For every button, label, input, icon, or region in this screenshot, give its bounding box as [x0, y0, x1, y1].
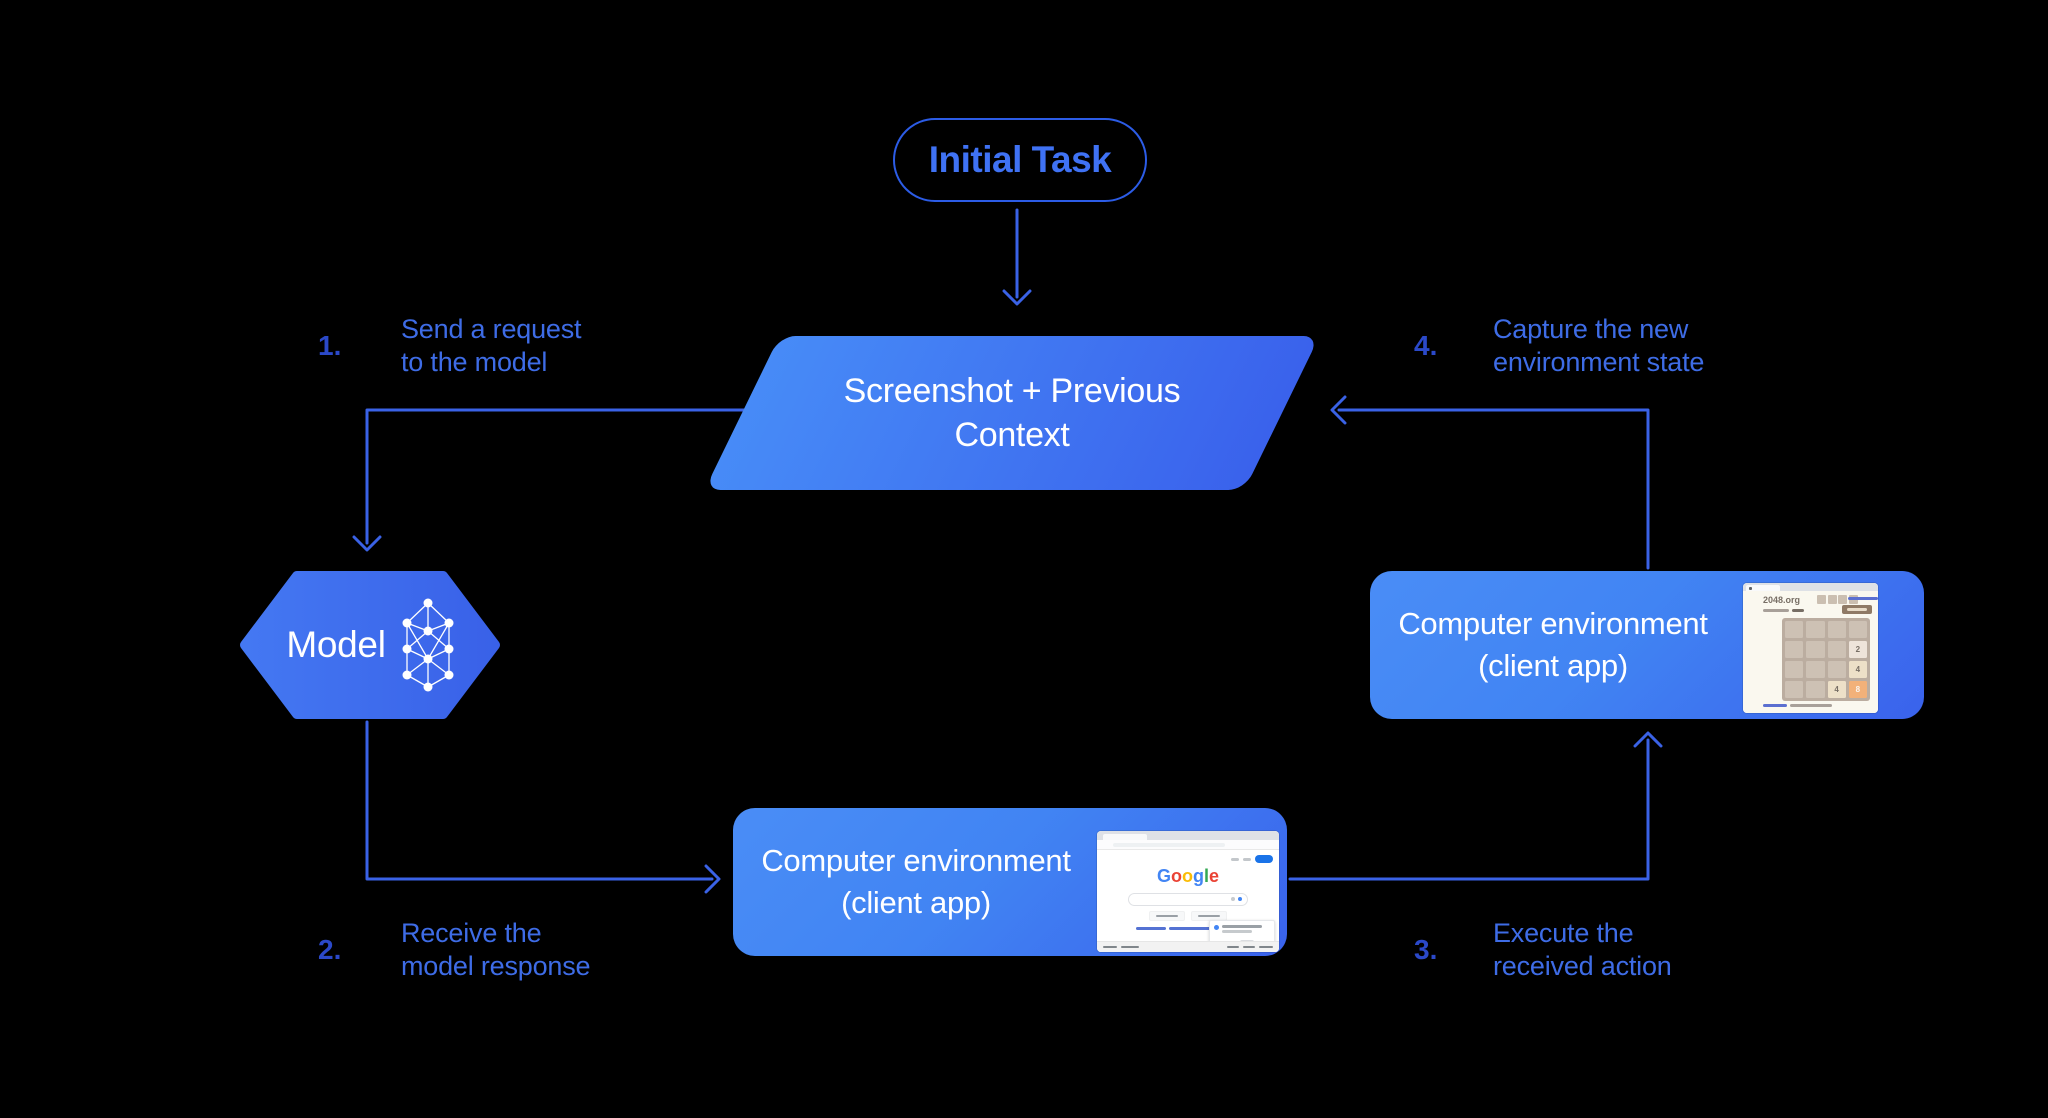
game-tile — [1827, 621, 1846, 638]
google-g-icon — [1214, 925, 1219, 930]
game-tile — [1785, 621, 1804, 638]
game-tile: 4 — [1848, 661, 1867, 678]
hexagon-shape — [240, 571, 500, 719]
google-search-button — [1149, 911, 1185, 921]
step-4-label: Capture the new environment state — [1493, 314, 1705, 377]
game-tile — [1785, 661, 1804, 678]
link-placeholder — [1848, 597, 1878, 600]
link-placeholder — [1763, 704, 1787, 707]
text-placeholder — [1763, 609, 1804, 612]
google-page: Google — [1097, 850, 1279, 952]
game-tile — [1827, 641, 1846, 658]
screenshot-context-node: Screenshot + Previous Context — [704, 336, 1320, 490]
arrow-initialtask-to-context — [1002, 208, 1032, 306]
arrow-env2-to-context — [1330, 395, 1650, 570]
game-tile — [1806, 681, 1825, 698]
game-tile — [1806, 621, 1825, 638]
browser-tab — [1103, 833, 1147, 840]
game-tile — [1785, 641, 1804, 658]
game-tile — [1806, 661, 1825, 678]
step-1-label: Send a request to the model — [401, 314, 582, 377]
signin-button — [1255, 855, 1273, 863]
keyboard-icon — [1231, 897, 1235, 901]
footer-links — [1763, 704, 1832, 707]
arrow-model-to-env — [365, 720, 721, 894]
step-1-number: 1. — [318, 330, 342, 361]
game-tile — [1785, 681, 1804, 698]
arrow-env-to-env2 — [1288, 731, 1663, 881]
game-tile: 8 — [1848, 681, 1867, 698]
google-browser-thumbnail: Google — [1097, 831, 1279, 952]
text-placeholder — [1222, 925, 1262, 928]
new-game-button — [1842, 605, 1872, 614]
browser-tab — [1746, 585, 1780, 591]
text-placeholder — [1231, 857, 1239, 861]
step-2-number: 2. — [318, 934, 342, 965]
computer-environment-node-game: Computer environment (client app) 2048.o… — [1370, 571, 1924, 719]
initial-task-label: Initial Task — [928, 139, 1112, 180]
arrow-context-to-model — [352, 408, 746, 552]
google-logo: Google — [1156, 866, 1220, 886]
game-tile — [1827, 661, 1846, 678]
computer-environment-node-browser: Computer environment (client app) Google — [733, 808, 1287, 956]
mic-icon — [1238, 897, 1242, 901]
model-label: Model — [286, 624, 386, 665]
browser-url-row — [1097, 840, 1279, 850]
text-placeholder — [1790, 704, 1832, 707]
browser-tab-strip — [1097, 831, 1279, 840]
initial-task-node: Initial Task — [893, 118, 1147, 202]
page-footer — [1097, 941, 1279, 952]
game-tile — [1848, 621, 1867, 638]
text-placeholder — [1243, 857, 1251, 861]
site-title: 2048.org — [1763, 595, 1801, 605]
browser-tab-strip — [1743, 583, 1878, 591]
env-bottom-label: Computer environment (client app) — [761, 843, 1071, 920]
signin-area — [1231, 855, 1273, 863]
search-bar — [1128, 893, 1248, 906]
game-tile: 2 — [1848, 641, 1867, 658]
screenshot-context-line2: Context — [954, 416, 1070, 454]
step-2-label: Receive the model response — [401, 918, 591, 981]
game-tile — [1806, 641, 1825, 658]
url-placeholder — [1113, 842, 1225, 847]
game-tile: 4 — [1827, 681, 1846, 698]
favicon — [1749, 586, 1752, 590]
env-right-label: Computer environment (client app) — [1398, 606, 1708, 683]
step-3-number: 3. — [1414, 934, 1438, 965]
screenshot-context-line1: Screenshot + Previous — [843, 372, 1181, 410]
model-node: Model — [240, 570, 500, 720]
step-4-number: 4. — [1414, 330, 1438, 361]
text-placeholder — [1222, 930, 1252, 933]
neural-network-icon — [402, 598, 454, 692]
step-3-label: Execute the received action — [1493, 918, 1672, 981]
